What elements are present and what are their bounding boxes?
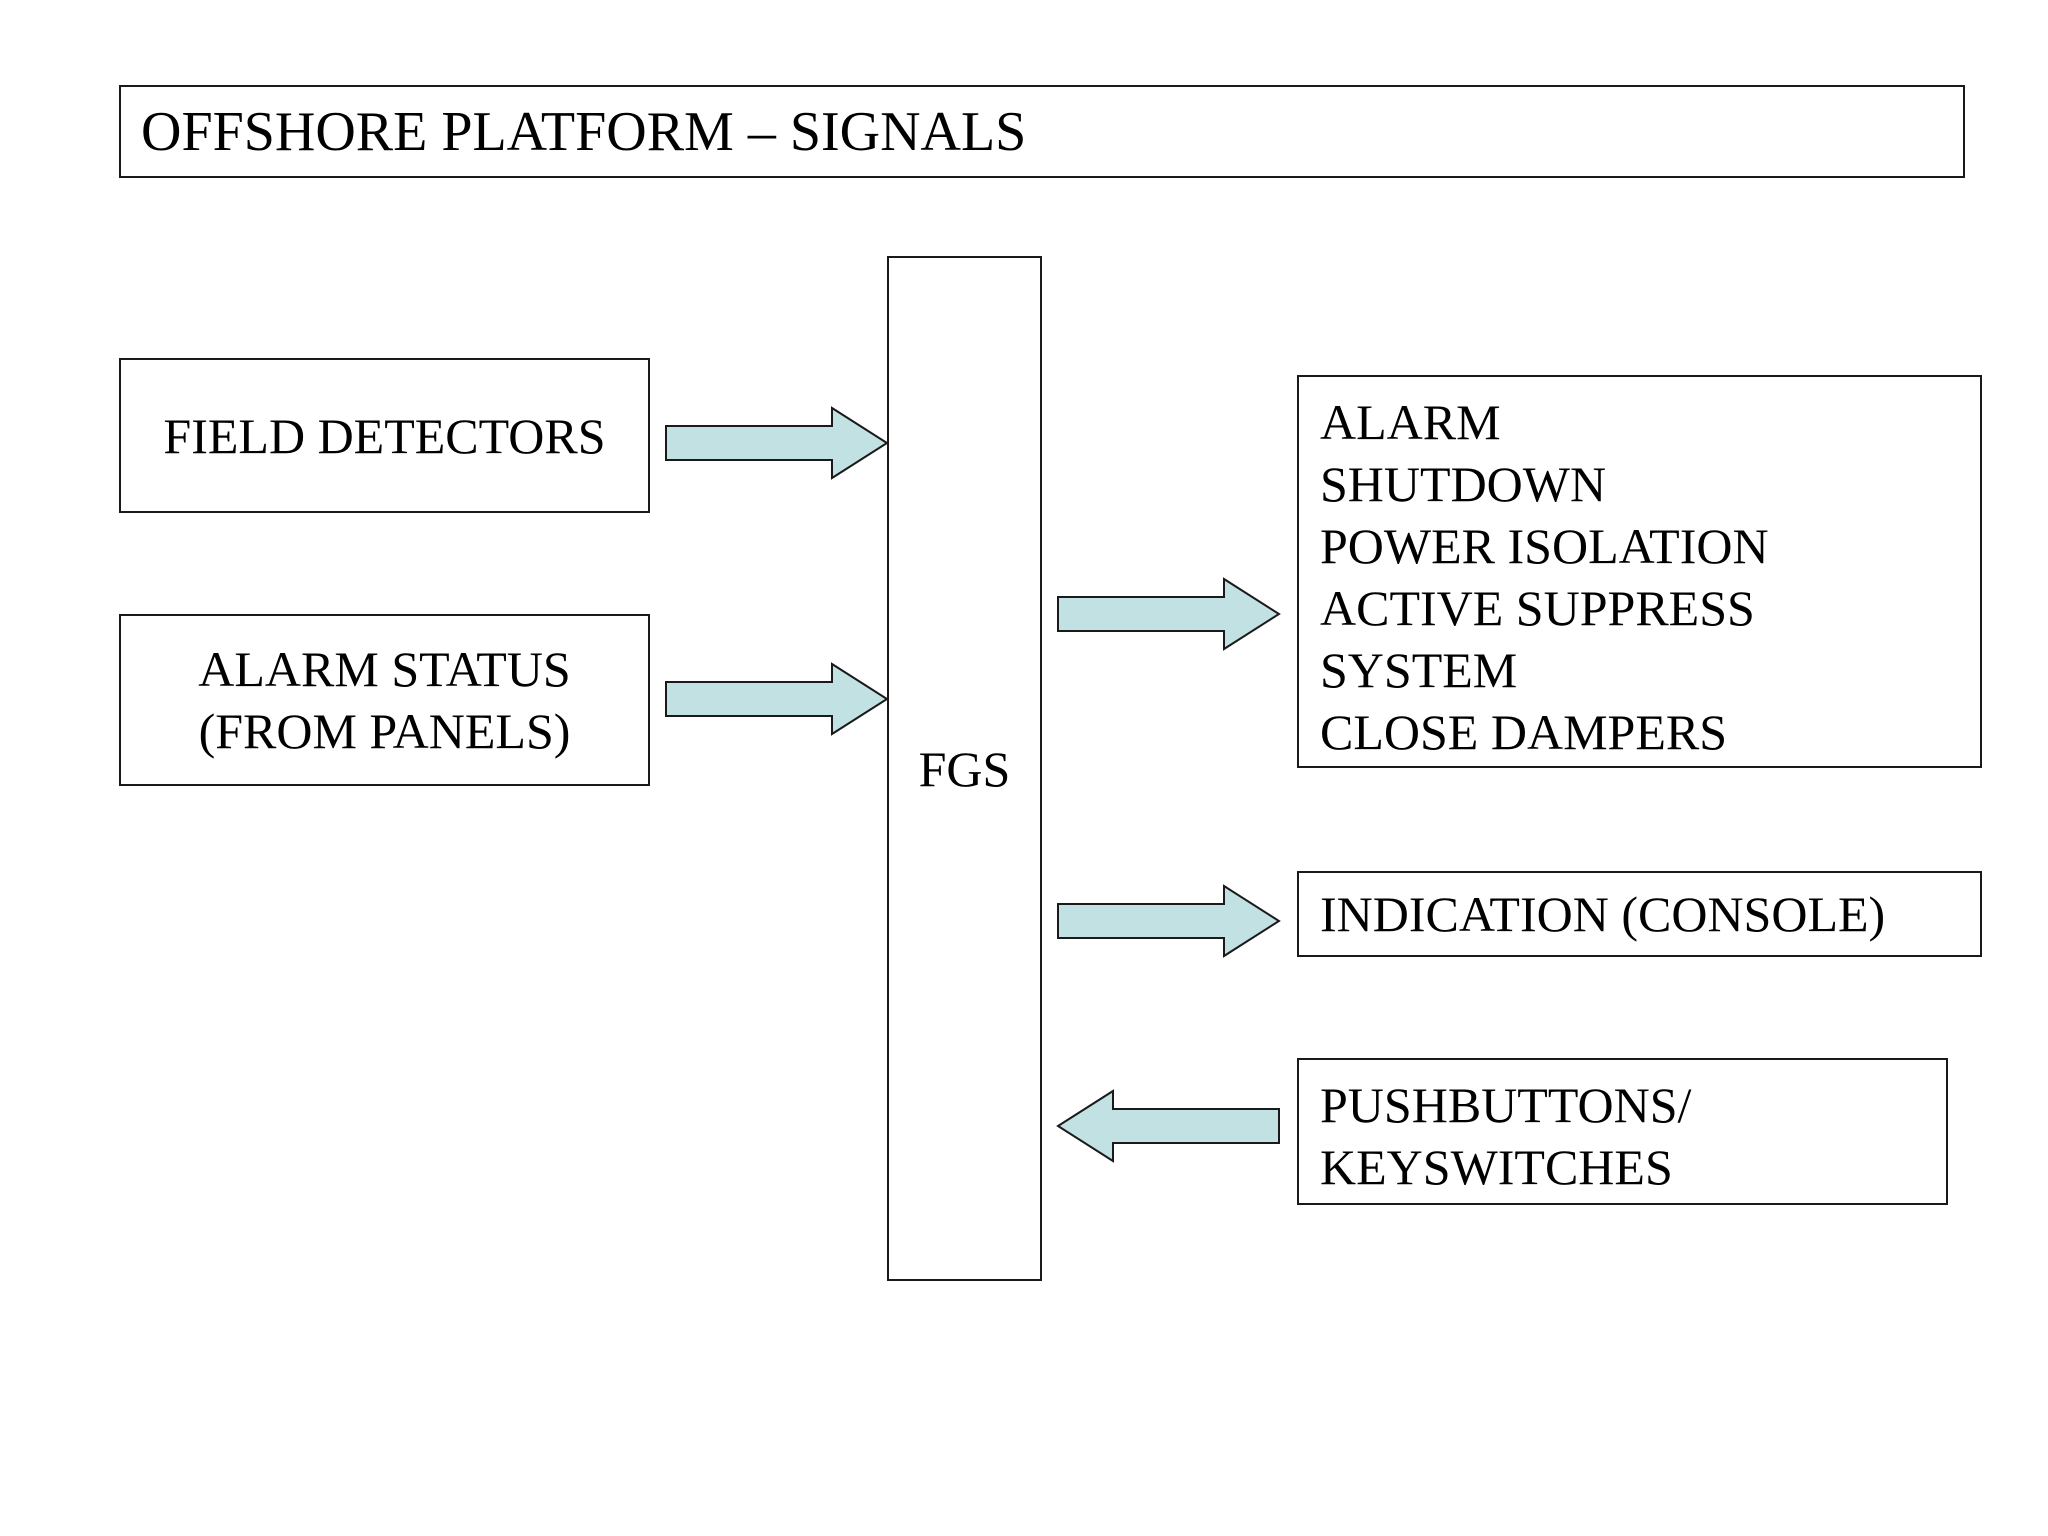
alarm-status-label: ALARM STATUS: [198, 641, 571, 697]
arrow-pushbuttons-to-fgs: [1056, 1089, 1280, 1163]
output-action-item: SHUTDOWN: [1320, 456, 1607, 512]
indication-console-label: INDICATION (CONSOLE): [1320, 886, 1886, 942]
page-title: OFFSHORE PLATFORM – SIGNALS: [119, 85, 1965, 178]
fgs-box: FGS: [887, 256, 1042, 1281]
pushbuttons-keyswitches-box: PUSHBUTTONS/ KEYSWITCHES: [1297, 1058, 1948, 1205]
arrow-fgs-to-outputs: [1057, 577, 1281, 651]
output-action-item: ACTIVE SUPPRESS: [1320, 580, 1755, 636]
output-action-item: ALARM: [1320, 394, 1501, 450]
arrow-field-detectors-to-fgs: [665, 406, 889, 480]
output-action-item: POWER ISOLATION: [1320, 518, 1769, 574]
output-action-item: CLOSE DAMPERS: [1320, 704, 1728, 760]
fgs-label: FGS: [918, 740, 1011, 797]
pushbuttons-label: PUSHBUTTONS/: [1320, 1077, 1692, 1133]
field-detectors-label: FIELD DETECTORS: [163, 407, 606, 464]
indication-console-box: INDICATION (CONSOLE): [1297, 871, 1982, 957]
keyswitches-label: KEYSWITCHES: [1320, 1139, 1673, 1195]
alarm-status-source-label: (FROM PANELS): [198, 703, 571, 759]
alarm-status-box: ALARM STATUS (FROM PANELS): [119, 614, 650, 786]
output-action-item: SYSTEM: [1320, 642, 1518, 698]
outputs-actions-box: ALARM SHUTDOWN POWER ISOLATION ACTIVE SU…: [1297, 375, 1982, 768]
arrow-fgs-to-indication: [1057, 884, 1281, 958]
arrow-alarm-status-to-fgs: [665, 662, 889, 736]
field-detectors-box: FIELD DETECTORS: [119, 358, 650, 513]
